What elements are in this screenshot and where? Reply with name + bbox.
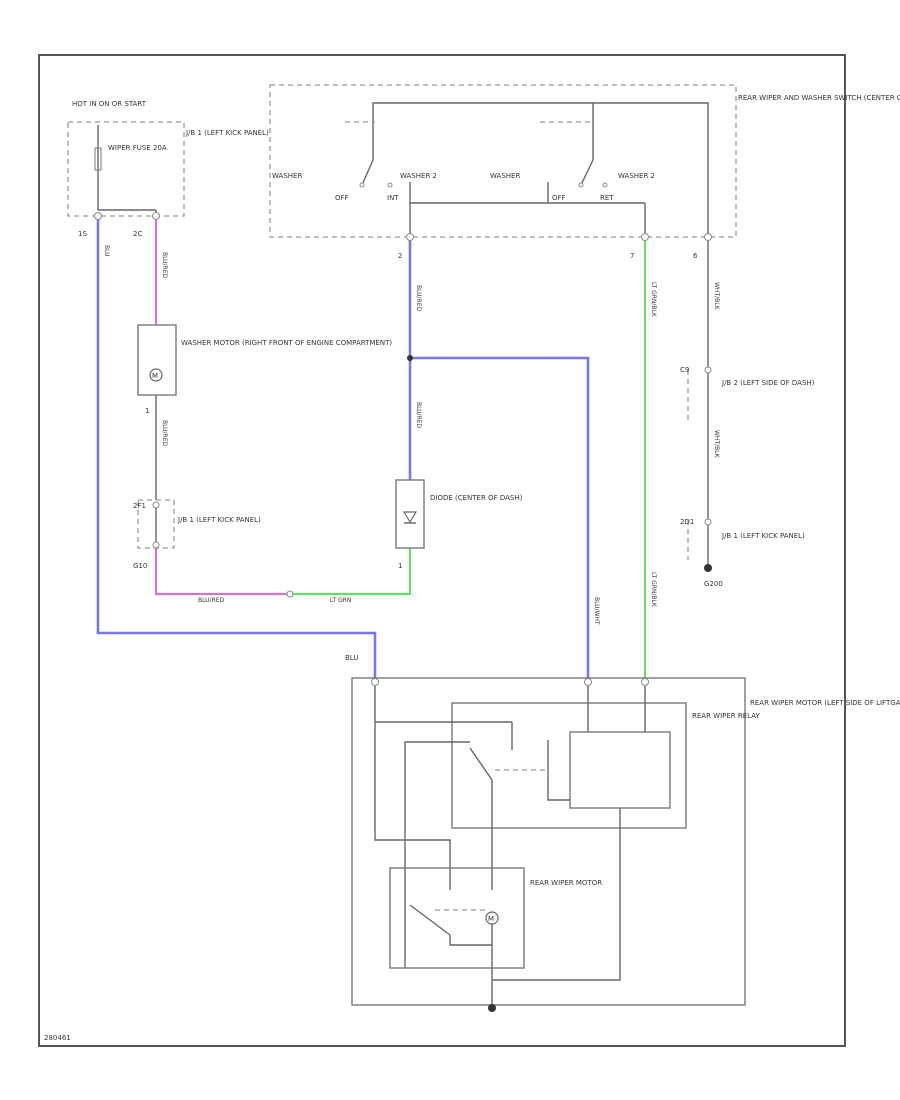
- motor-assembly-label: REAR WIPER MOTOR (LEFT SIDE OF LIFTGATE): [750, 699, 900, 707]
- inline-connector: [286, 590, 294, 598]
- washer-motor-icon: [149, 368, 163, 382]
- relay-blade: [469, 747, 493, 781]
- rear-wiper-motor-label: REAR WIPER MOTOR: [530, 879, 602, 887]
- switch-ret: RET: [600, 194, 614, 202]
- rear-wiper-motor-assembly: BLU REAR WIPER MOTOR (LEFT SIDE OF LIFTG…: [345, 654, 900, 1012]
- wire-label-10: BLU/WHT: [593, 597, 600, 625]
- footer-id: 280461: [44, 1034, 71, 1042]
- switch-terminal-2: [406, 233, 414, 241]
- fuse-terminal-left: [94, 212, 102, 220]
- switch-blade-right: [580, 159, 594, 186]
- wire-label-5: BLU/RED: [415, 285, 422, 312]
- jb1-right-label: J/B 1 (LEFT KICK PANEL): [721, 532, 805, 540]
- jb-left: 2F1 G10 J/B 1 (LEFT KICK PANEL): [133, 499, 261, 570]
- fuse-label: WIPER FUSE 20A: [108, 144, 167, 152]
- switch-outline: [269, 84, 737, 238]
- wire-label-11: WHT/BLK: [713, 282, 720, 311]
- washer-motor-label: WASHER MOTOR (RIGHT FRONT OF ENGINE COMP…: [181, 339, 392, 347]
- motor-assembly-outline: [351, 677, 746, 1006]
- washer-motor-pin: 1: [145, 407, 149, 415]
- motor-switch-blade: [409, 904, 451, 936]
- wire-blu-main: [96, 220, 377, 678]
- washer-motor-symbol: M: [152, 372, 158, 380]
- switch-int: INT: [387, 194, 399, 202]
- rear-wiper-washer-switch: REAR WIPER AND WASHER SWITCH (CENTER OF …: [269, 84, 900, 260]
- switch-washer2-b: WASHER 2: [618, 172, 655, 180]
- wire-label-9: LT GRN/BLK: [650, 572, 657, 608]
- wire-blu-splice-motor: [410, 356, 590, 678]
- fuse-location-label: J/B 1 (LEFT KICK PANEL): [185, 129, 269, 137]
- wire-label-6: BLU/RED: [415, 402, 422, 429]
- rear-wiper-relay-box: [451, 702, 687, 829]
- jb1-right: 2D1 J/B 1 (LEFT KICK PANEL) G200: [680, 518, 805, 588]
- wire-label-1: BLU: [103, 245, 110, 257]
- rear-wiper-motor-box: [389, 867, 525, 969]
- switch-pin-6: 6: [693, 252, 698, 260]
- jb2-right: C9 J/B 2 (LEFT SIDE OF DASH): [680, 366, 815, 420]
- switch-off-b: OFF: [552, 194, 566, 202]
- switch-washer2-a: WASHER 2: [400, 172, 437, 180]
- fuse-block: HOT IN ON OR START WIPER FUSE 20A J/B 1 …: [67, 100, 269, 238]
- jb1-right-ground: G200: [704, 580, 723, 588]
- wire-label-8: LT GRN/BLK: [650, 282, 657, 318]
- jb-left-label: J/B 1 (LEFT KICK PANEL): [177, 516, 261, 524]
- splice-dot: [407, 355, 413, 361]
- fuse-pin-left: 1S: [78, 230, 87, 238]
- diode-label: DIODE (CENTER OF DASH): [430, 494, 523, 502]
- wire-label-12: WHT/BLK: [713, 430, 720, 459]
- switch-terminal-7: [641, 233, 649, 241]
- switch-pin-2: 2: [398, 252, 402, 260]
- jb1-right-pin: 2D1: [680, 518, 694, 526]
- outer-frame: [38, 54, 846, 1047]
- diode-icon: [402, 511, 418, 524]
- switch-terminal-6: [704, 233, 712, 241]
- switch-washer-a: WASHER: [272, 172, 302, 180]
- fuse-pin-right: 2C: [133, 230, 142, 238]
- gate-label: BLU: [345, 654, 358, 662]
- switch-off-a: OFF: [335, 194, 349, 202]
- fuse-hot-label: HOT IN ON OR START: [72, 100, 147, 108]
- wire-labels: BLU BLU/RED BLU/RED BLU/RED BLU/RED BLU/…: [103, 245, 720, 625]
- washer-motor-box: [137, 324, 177, 396]
- switch-title: REAR WIPER AND WASHER SWITCH (CENTER OF …: [738, 94, 900, 102]
- wire-green-diode: [286, 548, 412, 596]
- ground-dot-motor: [488, 1004, 496, 1012]
- fuse-icon: [94, 147, 102, 171]
- wire-label-2: BLU/RED: [161, 252, 168, 279]
- jb2-right-pin: C9: [680, 366, 689, 374]
- ground-dot-right: [704, 564, 712, 572]
- relay-coil: [569, 731, 671, 809]
- rear-wiper-relay-label: REAR WIPER RELAY: [692, 712, 760, 720]
- switch-blade-left: [361, 159, 374, 186]
- diode-pin: 1: [398, 562, 402, 570]
- wire-label-3: BLU/RED: [161, 420, 168, 447]
- fuse-terminal-right: [152, 212, 160, 220]
- wire-label-4: BLU/RED: [198, 597, 225, 604]
- wire-pink-bottom: [154, 548, 286, 596]
- jb2-right-label: J/B 2 (LEFT SIDE OF DASH): [721, 379, 815, 387]
- switch-pin-7: 7: [630, 252, 634, 260]
- svg-text:M: M: [488, 915, 494, 923]
- jb-left-pin-top: 2F1: [133, 502, 146, 510]
- wire-label-7: LT GRN: [330, 597, 351, 604]
- diode: DIODE (CENTER OF DASH) 1: [395, 479, 523, 570]
- washer-motor: M WASHER MOTOR (RIGHT FRONT OF ENGINE CO…: [137, 324, 392, 415]
- fuse-block-outline: [67, 121, 185, 217]
- switch-washer-b: WASHER: [490, 172, 520, 180]
- diode-box: [395, 479, 425, 549]
- jb-left-pin-bottom: G10: [133, 562, 147, 570]
